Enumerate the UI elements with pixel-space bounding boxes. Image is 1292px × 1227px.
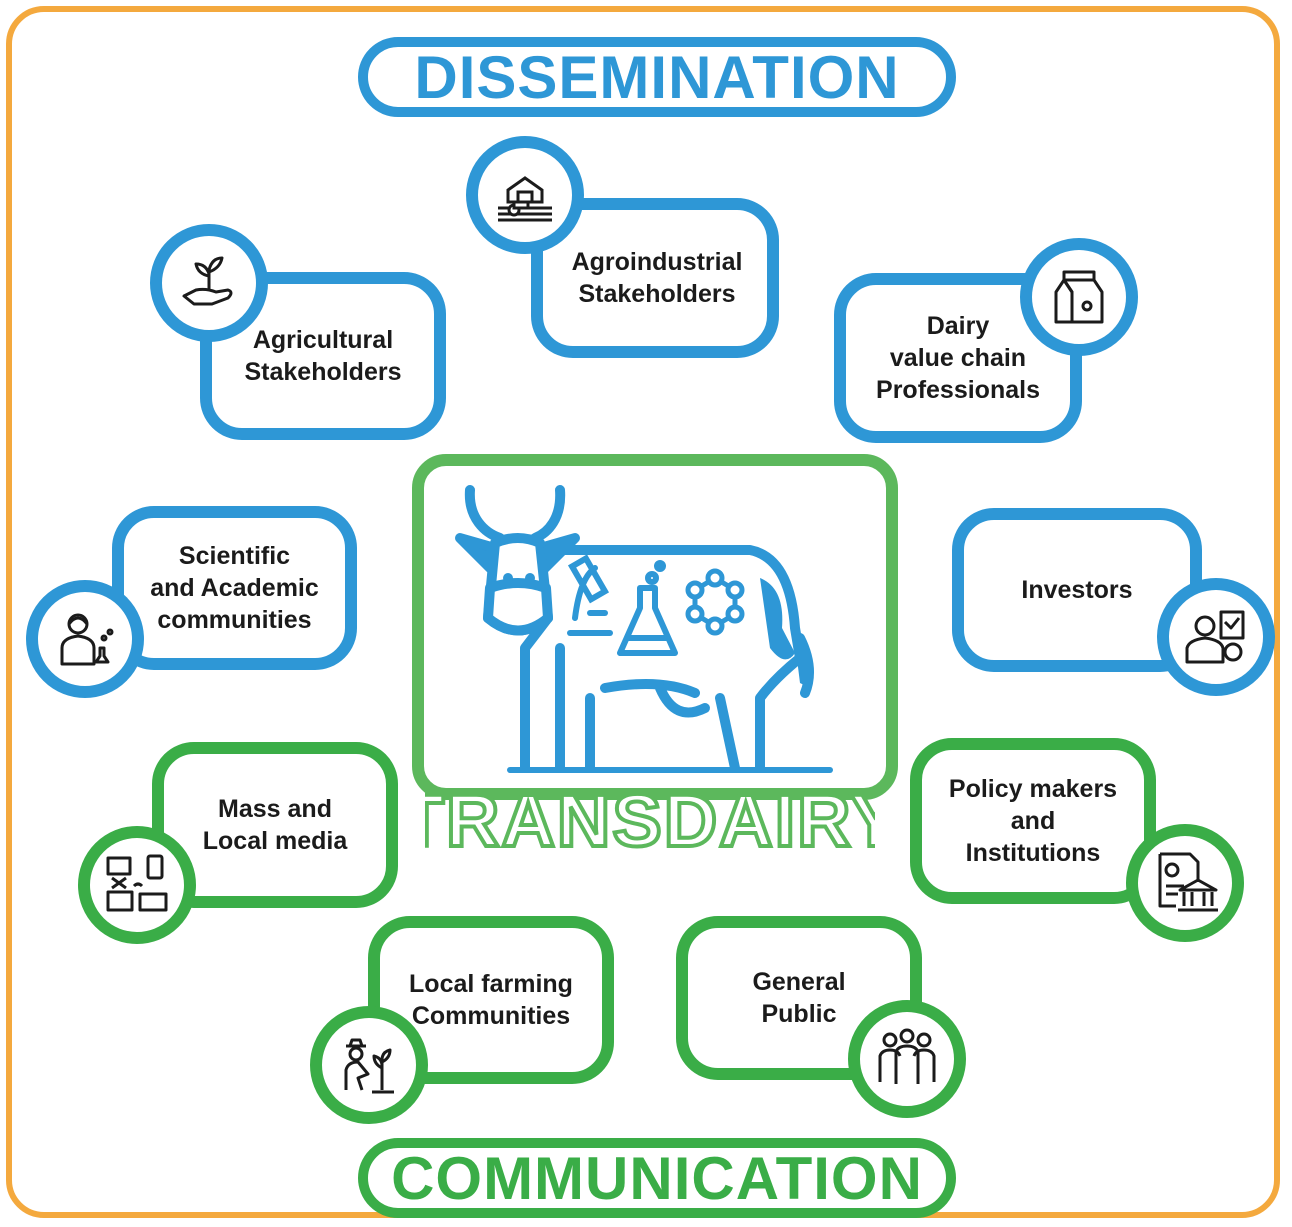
mass-local-media-box: Mass and Local media [152, 742, 398, 908]
agricultural-stakeholders-label: Agricultural Stakeholders [244, 326, 402, 386]
plant-in-hand-icon [150, 224, 268, 342]
people-group-icon [848, 1000, 966, 1118]
general-public-box: General Public [676, 916, 922, 1080]
farm-tractor-icon [466, 136, 584, 254]
scientist-icon [26, 580, 144, 698]
policy-makers-box: Policy makers and Institutions [910, 738, 1156, 904]
milk-carton-icon [1020, 238, 1138, 356]
media-devices-icon [78, 826, 196, 944]
farmer-planting-icon [310, 1006, 428, 1124]
general-public-label: General Public [752, 968, 846, 1028]
svg-text:TRANSDAIRY: TRANSDAIRY [425, 779, 875, 860]
dairy-value-chain-label: Dairy value chain Professionals [876, 312, 1040, 404]
investor-icon [1157, 578, 1275, 696]
transdairy-logo: TRANSDAIRY [425, 778, 875, 860]
investors-label: Investors [1021, 576, 1133, 604]
local-farming-box: Local farming Communities [368, 916, 614, 1084]
scientific-communities-label: Scientific and Academic communities [150, 542, 319, 634]
dairy-value-chain-box: Dairy value chain Professionals [834, 273, 1082, 443]
scientific-communities-box: Scientific and Academic communities [112, 506, 357, 670]
dissemination-header: DISSEMINATION [358, 37, 956, 117]
local-farming-label: Local farming Communities [409, 970, 573, 1030]
agroindustrial-stakeholders-label: Agroindustrial Stakeholders [571, 248, 743, 308]
policy-makers-label: Policy makers and Institutions [948, 775, 1118, 867]
dairy-cow-icon [455, 485, 833, 773]
communication-header: COMMUNICATION [358, 1138, 956, 1218]
mass-local-media-label: Mass and Local media [202, 795, 348, 855]
government-document-icon [1126, 824, 1244, 942]
